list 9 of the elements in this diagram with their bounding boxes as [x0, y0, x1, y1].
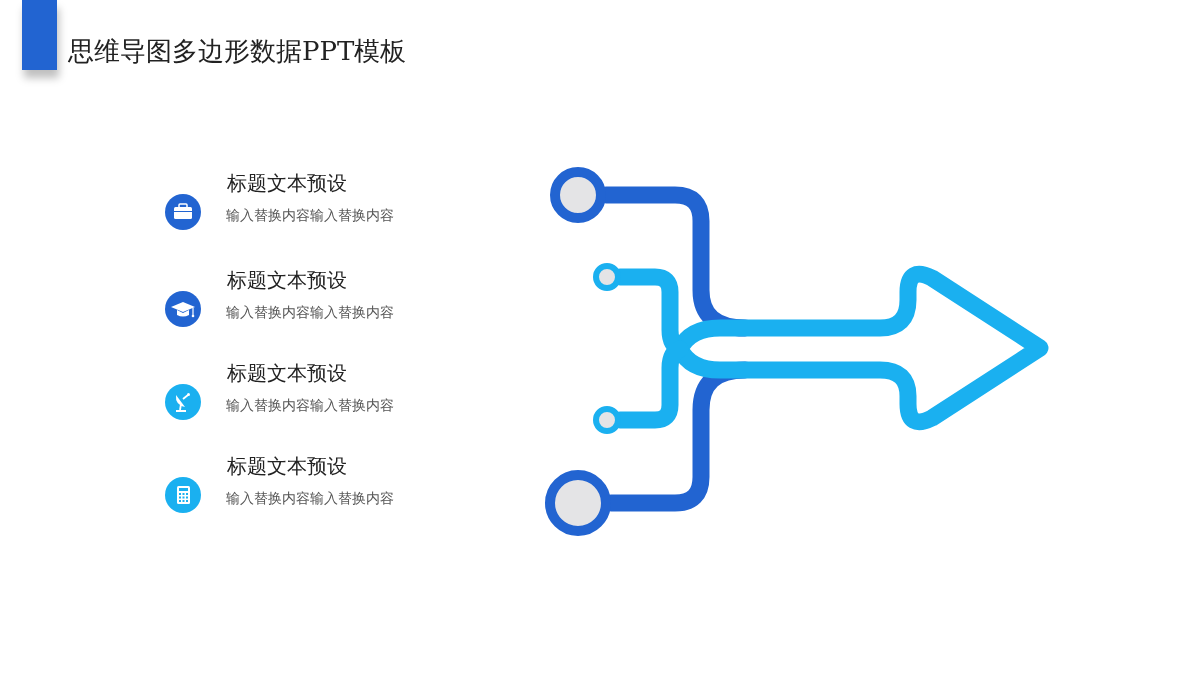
item-description: 输入替换内容输入替换内容	[226, 304, 394, 322]
slide-title: 思维导图多边形数据PPT模板	[68, 35, 407, 68]
item-description: 输入替换内容输入替换内容	[226, 207, 394, 225]
item-description: 输入替换内容输入替换内容	[226, 397, 394, 415]
item-heading: 标题文本预设	[227, 267, 347, 294]
item-heading: 标题文本预设	[227, 360, 347, 387]
item-heading: 标题文本预设	[227, 453, 347, 480]
item-heading: 标题文本预设	[227, 170, 347, 197]
item-description: 输入替换内容输入替换内容	[226, 490, 394, 508]
